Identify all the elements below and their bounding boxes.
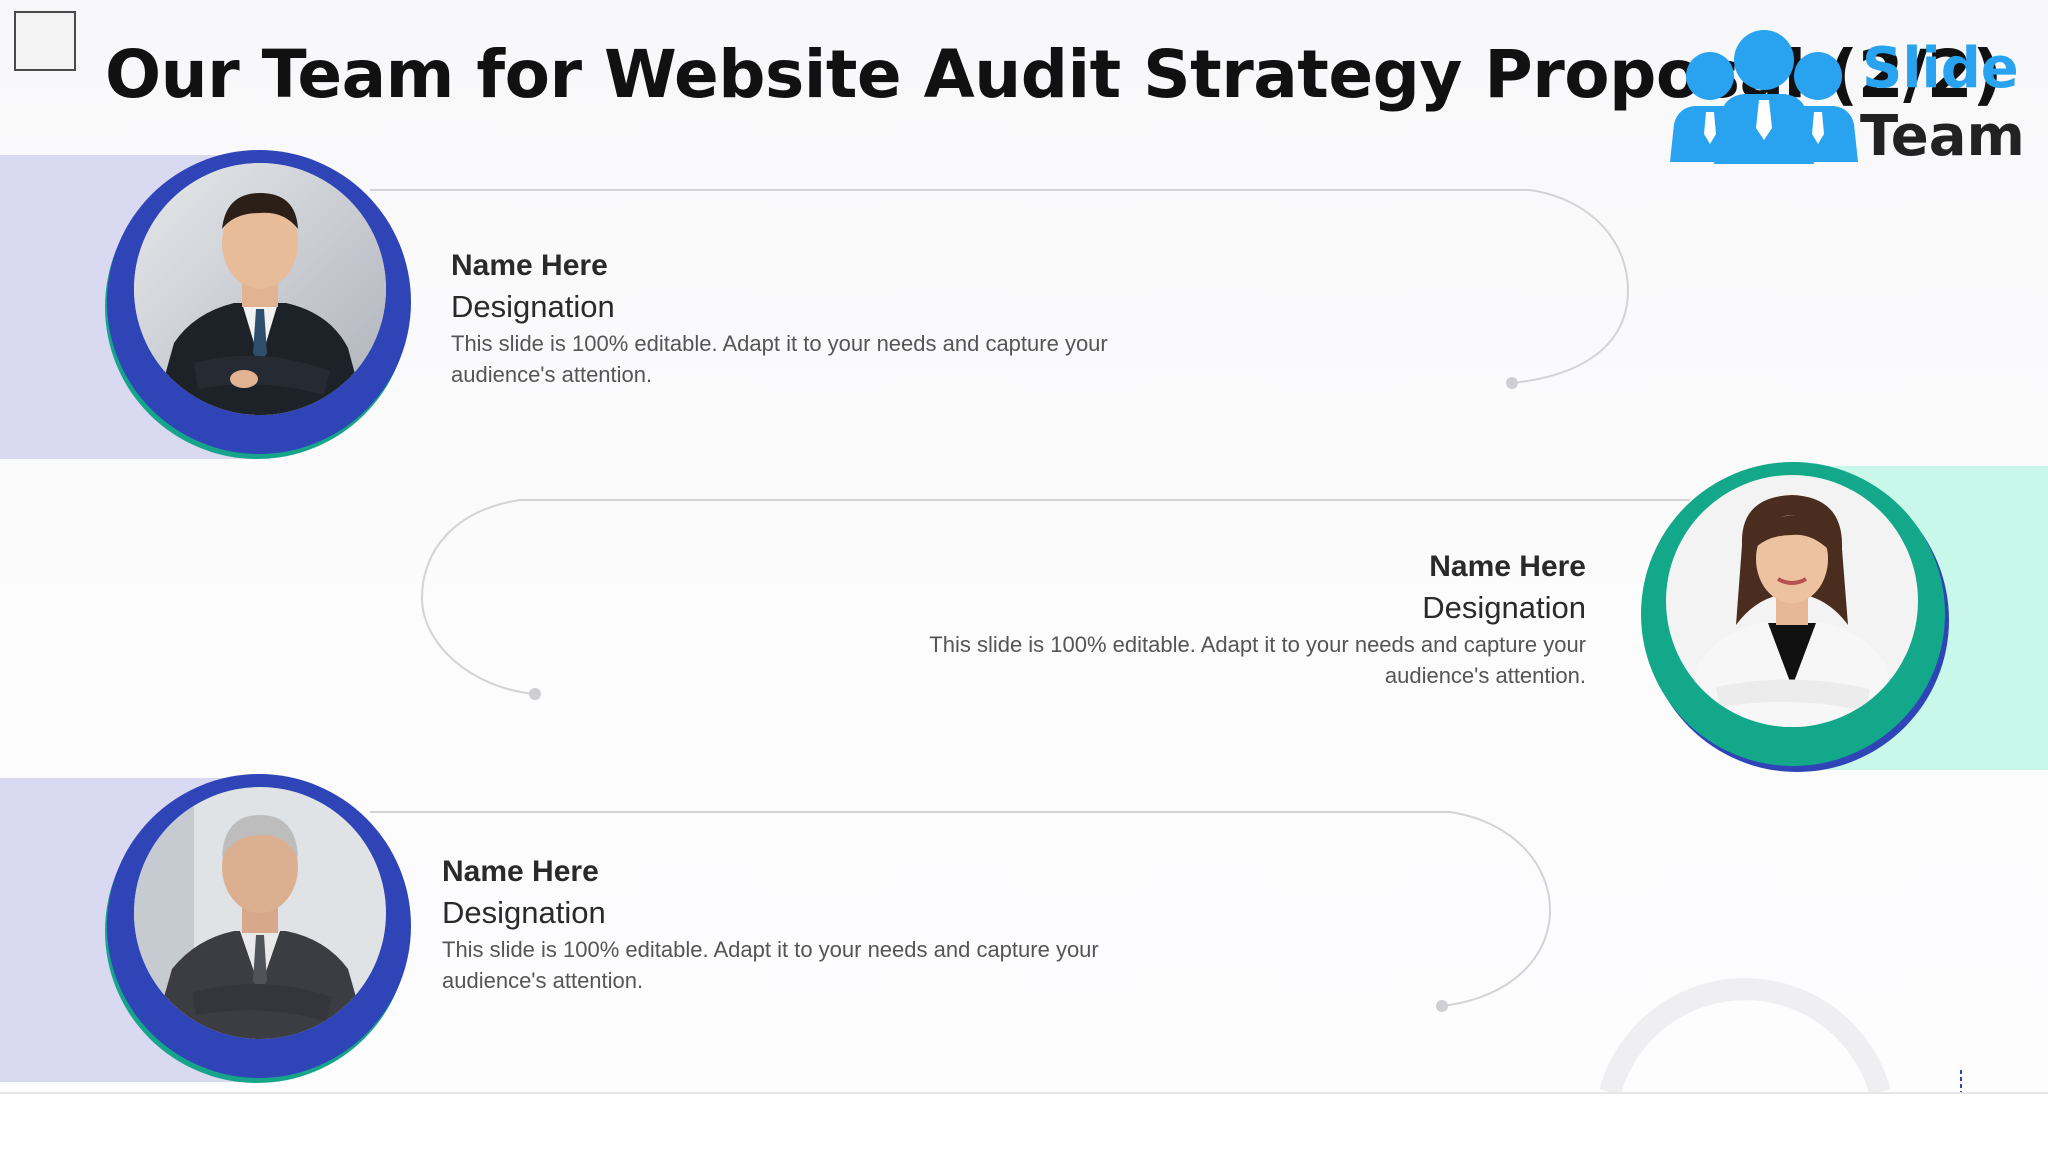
connector-end-dot-1 <box>1506 377 1518 389</box>
placeholder-box <box>14 11 76 71</box>
slideteam-logo: Slide Team <box>1664 24 2025 174</box>
member-2-designation: Designation <box>1422 590 1586 625</box>
senior-man-photo <box>134 787 386 1039</box>
member-2-name: Name Here <box>1429 550 1586 583</box>
member-3-name: Name Here <box>442 855 599 888</box>
connector-lines <box>370 189 1962 1092</box>
connector-end-dot-2 <box>529 688 541 700</box>
logo-text-team: Team <box>1860 104 2025 169</box>
member-1-designation: Designation <box>451 289 615 324</box>
member-3-info: Name Here Designation This slide is 100%… <box>442 852 1202 996</box>
connector-end-dot-3 <box>1436 1000 1448 1012</box>
connector-1 <box>370 189 1630 384</box>
member-3-photo-frame <box>107 774 411 1078</box>
connector-3 <box>370 811 1552 1007</box>
slide-bottom-edge <box>0 1092 2048 1094</box>
member-3-description: This slide is 100% editable. Adapt it to… <box>442 937 1099 993</box>
man-in-suit-photo <box>134 163 386 415</box>
member-2-info: Name Here Designation This slide is 100%… <box>826 547 1586 691</box>
member-1-description: This slide is 100% editable. Adapt it to… <box>451 331 1108 387</box>
connector-2 <box>420 499 1690 695</box>
member-2-description: This slide is 100% editable. Adapt it to… <box>929 632 1586 688</box>
team-people-icon <box>1670 30 1858 164</box>
woman-in-blazer-photo <box>1666 475 1918 727</box>
member-1-name: Name Here <box>451 249 608 282</box>
member-2-photo-frame <box>1641 462 1945 766</box>
logo-text-slide: Slide <box>1862 36 2019 101</box>
member-3-designation: Designation <box>442 895 606 930</box>
member-1-info: Name Here Designation This slide is 100%… <box>451 246 1211 390</box>
slide: Our Team for Website Audit Strategy Prop… <box>0 0 2048 1092</box>
member-1-photo-frame <box>107 150 411 454</box>
